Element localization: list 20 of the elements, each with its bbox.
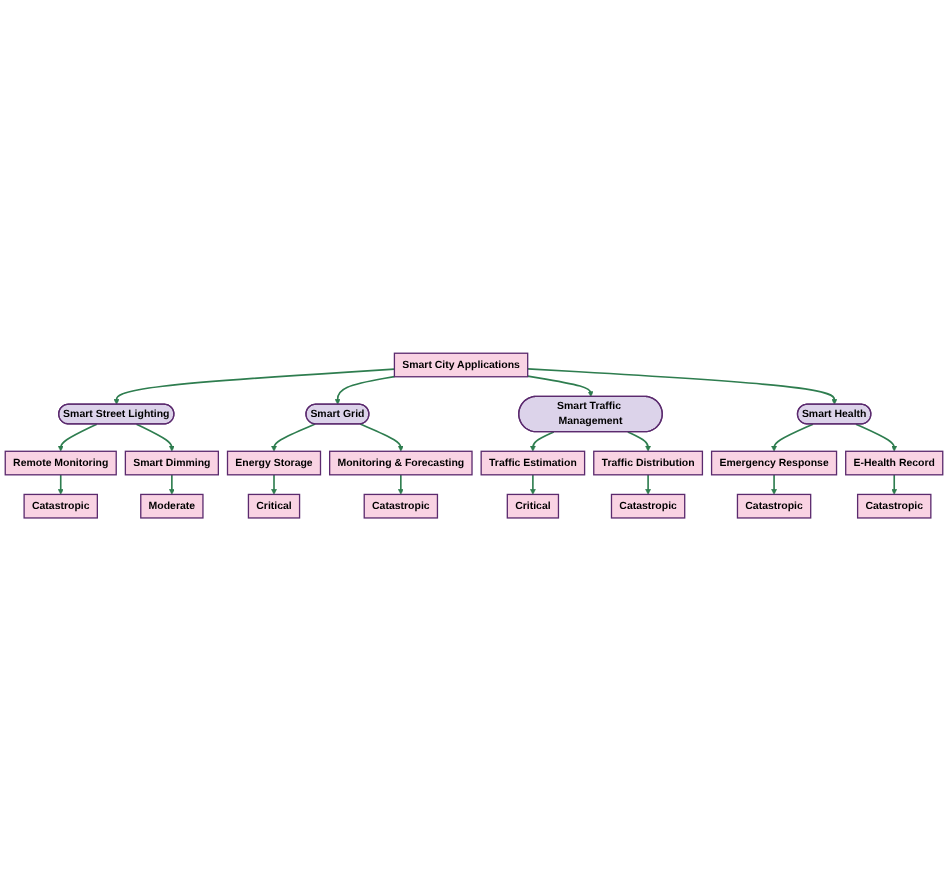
arrow (397, 474, 404, 496)
arrow (771, 423, 814, 452)
arrow (526, 368, 838, 406)
arrow (271, 474, 277, 496)
arrow (530, 431, 555, 452)
arrow (855, 423, 898, 452)
arrow (169, 474, 175, 496)
arrow (113, 368, 396, 406)
arrow (135, 423, 175, 452)
arrow (627, 431, 651, 452)
arrow (771, 474, 777, 496)
arrow (359, 423, 404, 452)
arrow (271, 423, 317, 452)
arrow (57, 423, 98, 452)
arrow (57, 474, 64, 496)
arrow (526, 375, 594, 398)
arrow (334, 376, 396, 406)
arrow (891, 474, 898, 496)
arrow (530, 474, 536, 496)
arrow (645, 474, 651, 496)
